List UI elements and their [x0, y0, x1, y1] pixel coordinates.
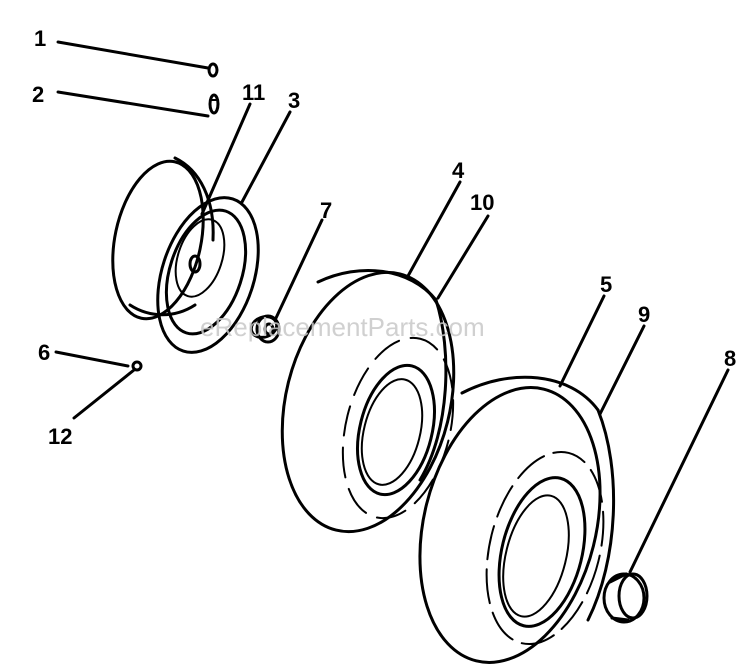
- leader-4: [406, 180, 462, 278]
- leader-8: [628, 368, 730, 574]
- part-6-12-fastener: [131, 360, 143, 372]
- leader-5: [558, 294, 606, 388]
- callout-1: 1: [34, 26, 46, 51]
- part-2-fitting: [208, 93, 220, 115]
- callout-4: 4: [452, 158, 465, 183]
- leader-12: [72, 368, 136, 420]
- callout-5: 5: [600, 272, 612, 297]
- watermark: eReplacementParts.com: [200, 312, 485, 342]
- leader-1: [56, 40, 210, 70]
- callout-7: 7: [320, 198, 332, 223]
- rim-hub-assembly: [111, 156, 260, 354]
- part-4-tire: [280, 269, 456, 534]
- leader-10: [436, 214, 490, 300]
- callout-9: 9: [638, 302, 650, 327]
- callout-6: 6: [38, 340, 50, 365]
- leader-6: [54, 350, 130, 368]
- callout-11: 11: [242, 80, 265, 105]
- leader-3: [240, 110, 292, 204]
- leader-2: [56, 90, 210, 118]
- callout-10: 10: [470, 190, 494, 215]
- callout-8: 8: [724, 346, 736, 371]
- callout-12: 12: [48, 424, 72, 449]
- leader-9: [598, 324, 646, 416]
- leader-7: [274, 218, 324, 320]
- part-7-bushing: [249, 314, 281, 344]
- part-8-cap: [602, 572, 649, 624]
- leader-lines: [54, 40, 730, 574]
- leader-11: [200, 102, 252, 216]
- callout-2: 2: [32, 82, 44, 107]
- part-5-tire: [418, 375, 616, 664]
- part-1-fitting: [207, 62, 219, 78]
- callout-3: 3: [288, 88, 300, 113]
- callout-labels: 1 2 11 3 7 4 10 5 9 8 6 12: [32, 26, 736, 449]
